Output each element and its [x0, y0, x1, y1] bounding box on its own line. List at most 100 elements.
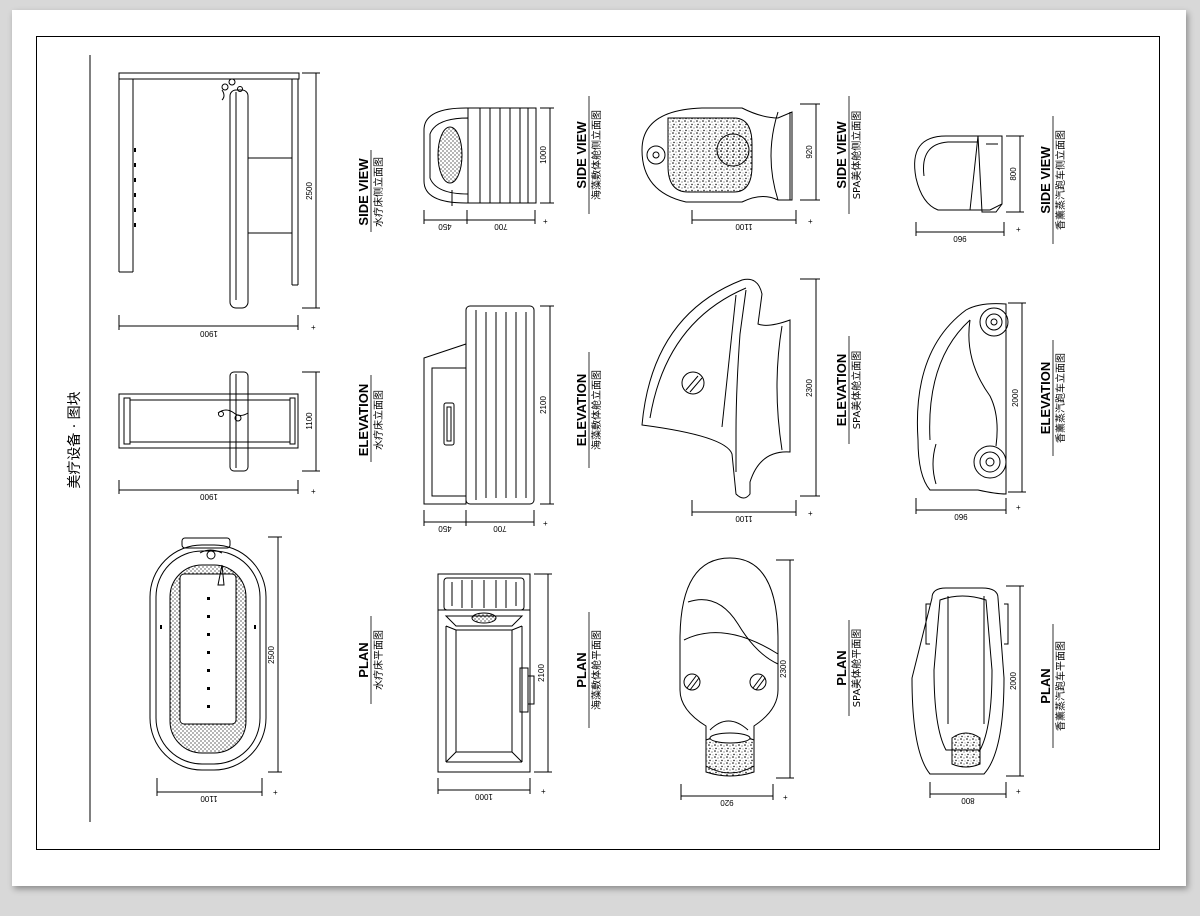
- aroma-steam-elevation: [916, 303, 1009, 495]
- hydro-bed-elevation-dimension: 1100 1900 +: [118, 371, 320, 501]
- caption-seaweed-plan: PLAN 海藻敷体舱平面图: [574, 630, 603, 710]
- spa-capsule-elevation: [641, 278, 791, 499]
- svg-text:1100: 1100: [735, 222, 753, 231]
- svg-text:SPA美体舱立面图: SPA美体舱立面图: [850, 351, 863, 430]
- svg-text:450: 450: [438, 524, 452, 533]
- svg-text:+: +: [273, 788, 278, 797]
- svg-text:香薰蒸汽跑车立面图: 香薰蒸汽跑车立面图: [1054, 353, 1067, 443]
- svg-text:水疗床立面图: 水疗床立面图: [372, 390, 385, 450]
- svg-text:920: 920: [805, 145, 814, 159]
- svg-text:2300: 2300: [779, 660, 788, 678]
- svg-text:960: 960: [954, 512, 968, 521]
- svg-text:2000: 2000: [1009, 672, 1018, 690]
- svg-text:PLAN: PLAN: [574, 652, 589, 687]
- hydro-bed-plan-dimension: 2500 1100 +: [156, 536, 282, 803]
- svg-text:+: +: [808, 509, 813, 518]
- caption-seaweed-elev: ELEVATION 海藻敷体舱立面图: [574, 370, 603, 450]
- svg-text:+: +: [783, 793, 788, 802]
- svg-text:香薰蒸汽跑车侧立面图: 香薰蒸汽跑车侧立面图: [1054, 130, 1067, 230]
- svg-text:海藻敷体舱侧立面图: 海藻敷体舱侧立面图: [590, 110, 603, 200]
- seaweed-capsule-side-dimension: 1000 450 700 +: [423, 107, 554, 231]
- seaweed-capsule-elevation-dimension: 2100 450 700 +: [423, 305, 554, 533]
- caption-spa-plan: PLAN SPA美体舱平面图: [834, 629, 863, 708]
- svg-text:1900: 1900: [200, 329, 218, 338]
- spa-capsule-side-view: [641, 107, 793, 203]
- aroma-steam-plan: [911, 587, 1009, 775]
- aroma-steam-side-dimension: 800 960 +: [915, 135, 1024, 243]
- svg-text:2100: 2100: [537, 664, 546, 682]
- sheet-title: 美疗设备 · 图块: [66, 391, 83, 488]
- svg-text:SIDE VIEW: SIDE VIEW: [356, 158, 371, 226]
- aroma-steam-side-view: [914, 135, 1003, 213]
- caption-hydro-side: SIDE VIEW 水疗床侧立面图: [356, 157, 385, 227]
- spa-capsule-plan: [679, 557, 779, 777]
- svg-text:SIDE VIEW: SIDE VIEW: [1038, 146, 1053, 214]
- svg-text:+: +: [1016, 503, 1021, 512]
- svg-text:2000: 2000: [1011, 389, 1020, 407]
- drawing-frame: [36, 36, 1160, 850]
- svg-text:1000: 1000: [539, 146, 548, 164]
- hydro-bed-side-dimension: 2500 1900 +: [118, 72, 320, 338]
- svg-text:+: +: [541, 787, 546, 796]
- svg-text:SPA美体舱平面图: SPA美体舱平面图: [850, 629, 863, 708]
- svg-text:PLAN: PLAN: [356, 642, 371, 677]
- aroma-steam-plan-dimension: 2000 800 +: [929, 585, 1024, 805]
- svg-text:+: +: [543, 217, 548, 226]
- caption-spa-elev: ELEVATION SPA美体舱立面图: [834, 351, 863, 430]
- svg-text:ELEVATION: ELEVATION: [1038, 362, 1053, 434]
- caption-aroma-side: SIDE VIEW 香薰蒸汽跑车侧立面图: [1038, 130, 1067, 230]
- svg-text:+: +: [1016, 225, 1021, 234]
- aroma-steam-elevation-dimension: 2000 960 +: [915, 302, 1026, 521]
- svg-text:1000: 1000: [475, 792, 493, 801]
- svg-text:ELEVATION: ELEVATION: [356, 384, 371, 456]
- svg-text:SPA美体舱侧立面图: SPA美体舱侧立面图: [850, 111, 863, 200]
- caption-aroma-plan: PLAN 香薰蒸汽跑车平面图: [1038, 641, 1067, 731]
- svg-text:2100: 2100: [539, 396, 548, 414]
- svg-text:水疗床平面图: 水疗床平面图: [372, 630, 385, 690]
- seaweed-capsule-plan-dimension: 2100 1000 +: [437, 573, 552, 801]
- svg-text:水疗床侧立面图: 水疗床侧立面图: [372, 157, 385, 227]
- svg-text:PLAN: PLAN: [1038, 668, 1053, 703]
- svg-text:2500: 2500: [305, 182, 314, 200]
- svg-text:960: 960: [953, 234, 967, 243]
- spa-capsule-elevation-dimension: 2300 1100 +: [691, 278, 820, 523]
- caption-aroma-elev: ELEVATION 香薰蒸汽跑车立面图: [1038, 353, 1067, 443]
- svg-text:ELEVATION: ELEVATION: [834, 354, 849, 426]
- svg-text:+: +: [1016, 787, 1021, 796]
- hydro-bed-side-view: [118, 72, 300, 309]
- svg-text:1100: 1100: [305, 412, 314, 430]
- seaweed-capsule-plan: [437, 573, 535, 773]
- svg-text:香薰蒸汽跑车平面图: 香薰蒸汽跑车平面图: [1054, 641, 1067, 731]
- svg-text:PLAN: PLAN: [834, 650, 849, 685]
- svg-text:1100: 1100: [200, 794, 218, 803]
- svg-text:ELEVATION: ELEVATION: [574, 374, 589, 446]
- svg-text:海藻敷体舱平面图: 海藻敷体舱平面图: [590, 630, 603, 710]
- svg-text:+: +: [311, 487, 316, 496]
- svg-text:920: 920: [720, 798, 734, 807]
- svg-text:SIDE VIEW: SIDE VIEW: [834, 121, 849, 189]
- spa-capsule-plan-dimension: 2300 920 +: [680, 559, 794, 807]
- spa-capsule-side-dimension: 920 1100 +: [691, 103, 820, 231]
- seaweed-capsule-side-view: [423, 107, 537, 206]
- svg-text:+: +: [543, 519, 548, 528]
- svg-text:800: 800: [961, 796, 975, 805]
- svg-text:1900: 1900: [200, 492, 218, 501]
- svg-text:700: 700: [494, 222, 508, 231]
- caption-hydro-plan: PLAN 水疗床平面图: [356, 630, 385, 690]
- svg-text:海藻敷体舱立面图: 海藻敷体舱立面图: [590, 370, 603, 450]
- caption-hydro-elev: ELEVATION 水疗床立面图: [356, 384, 385, 456]
- caption-seaweed-side: SIDE VIEW 海藻敷体舱侧立面图: [574, 110, 603, 200]
- svg-text:800: 800: [1009, 167, 1018, 181]
- svg-text:450: 450: [438, 222, 452, 231]
- svg-text:2500: 2500: [267, 646, 276, 664]
- svg-text:+: +: [311, 323, 316, 332]
- svg-text:2300: 2300: [805, 379, 814, 397]
- caption-rules: [370, 96, 1054, 748]
- hydro-bed-elevation: [118, 371, 299, 472]
- svg-text:700: 700: [493, 524, 507, 533]
- svg-text:1100: 1100: [735, 514, 753, 523]
- seaweed-capsule-elevation: [423, 305, 535, 505]
- svg-text:+: +: [808, 217, 813, 226]
- caption-spa-side: SIDE VIEW SPA美体舱侧立面图: [834, 111, 863, 200]
